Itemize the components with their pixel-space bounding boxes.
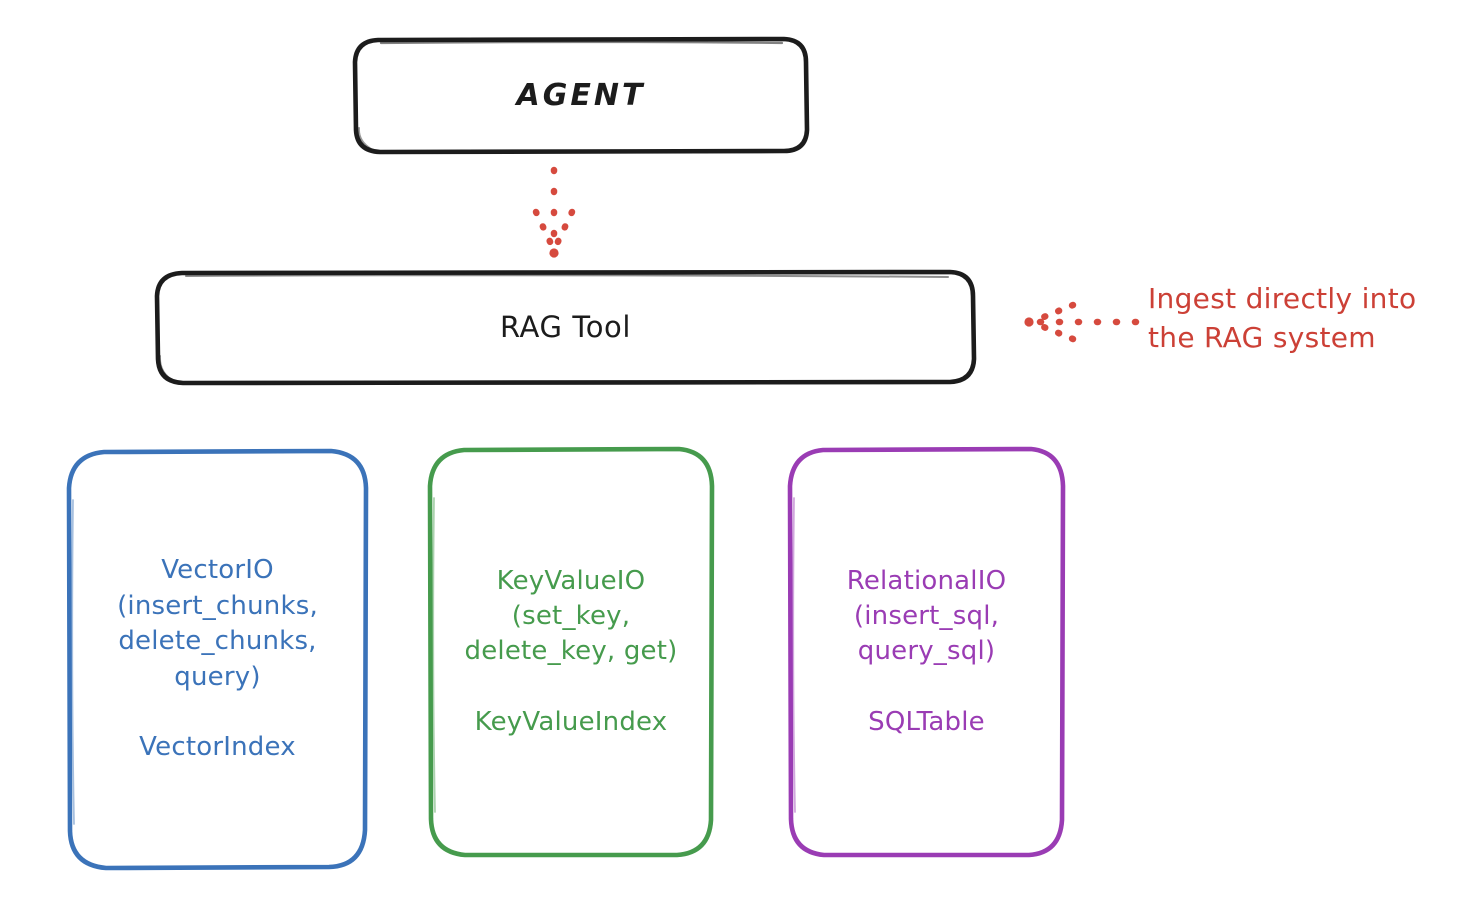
node-rag-tool[interactable]: RAG Tool <box>157 272 974 383</box>
node-relational-io[interactable]: RelationalIO (insert_sql, query_sql) SQL… <box>790 449 1063 855</box>
connector-ingest-to-rag-tool <box>1024 301 1140 343</box>
node-relational-io-label: RelationalIO (insert_sql, query_sql) SQL… <box>846 565 1007 738</box>
node-vector-io-label: VectorIO (insert_chunks, delete_chunks, … <box>117 555 318 763</box>
node-agent-label: AGENT <box>516 77 646 113</box>
node-agent[interactable]: AGENT <box>355 38 807 152</box>
node-rag-tool-label: RAG Tool <box>499 309 632 344</box>
annotation-ingest: Ingest directly into the RAG system <box>1148 282 1417 355</box>
connector-agent-to-rag-tool <box>532 166 576 258</box>
node-key-value-io-label: KeyValueIO (set_key, delete_key, get) Ke… <box>464 565 678 738</box>
node-key-value-io[interactable]: KeyValueIO (set_key, delete_key, get) Ke… <box>430 449 712 855</box>
node-vector-io[interactable]: VectorIO (insert_chunks, delete_chunks, … <box>69 451 366 868</box>
